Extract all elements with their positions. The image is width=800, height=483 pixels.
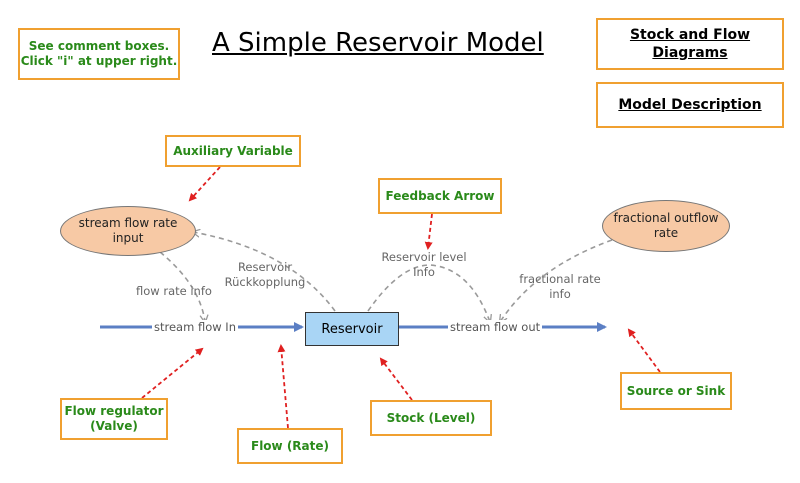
link-label-flow-rate-info: flow rate info xyxy=(136,284,212,298)
callout-flow-rate: Flow (Rate) xyxy=(237,428,343,464)
callout-arrow-aux xyxy=(188,166,221,202)
callout-flow-rate-label: Flow (Rate) xyxy=(251,438,329,453)
stock-reservoir-label: Reservoir xyxy=(321,321,383,337)
link-label-fractional-rate-info: fractional rate info xyxy=(508,272,612,302)
callout-valve-line-1: Flow regulator xyxy=(64,404,164,418)
rueck-line-2: Rückkopplung xyxy=(224,275,306,289)
model-description-label: Model Description xyxy=(618,97,762,113)
rueck-line-1: Reservoir xyxy=(237,260,293,274)
callout-arrow-flow xyxy=(277,344,289,429)
callout-valve-line-2: (Valve) xyxy=(90,419,138,433)
hint-line-2: Click "i" at upper right. xyxy=(20,54,178,68)
callout-feedback-arrow: Feedback Arrow xyxy=(378,178,502,214)
level-info-line-2: Info xyxy=(413,265,435,279)
link-label-rueckkopplung: Reservoir Rückkopplung xyxy=(220,260,310,290)
callout-arrow-valve xyxy=(141,347,204,399)
callout-auxiliary-variable: Auxiliary Variable xyxy=(165,135,301,167)
aux-fraction-line-1: fractional outflow xyxy=(613,211,719,225)
stock-reservoir[interactable]: Reservoir xyxy=(305,312,399,346)
model-description-button[interactable]: Model Description xyxy=(596,82,784,128)
link-fraction-to-outflow xyxy=(500,239,613,322)
callout-sink-label: Source or Sink xyxy=(626,383,726,398)
callout-stock-level: Stock (Level) xyxy=(370,400,492,436)
stock-flow-line-1: Stock and Flow xyxy=(629,27,751,43)
aux-input-line-2: input xyxy=(112,231,144,245)
callout-source-sink: Source or Sink xyxy=(620,372,732,410)
aux-input-line-1: stream flow rate xyxy=(78,216,178,230)
link-input-to-inflow xyxy=(159,251,205,322)
stock-flow-diagrams-button[interactable]: Stock and Flow Diagrams xyxy=(596,18,784,70)
callout-arrow-sink xyxy=(627,328,661,373)
aux-stream-flow-rate-input[interactable]: stream flow rate input xyxy=(60,206,196,256)
level-info-line-1: Reservoir level xyxy=(381,250,467,264)
aux-fractional-outflow-rate[interactable]: fractional outflow rate xyxy=(602,200,730,252)
frac-info-line-2: info xyxy=(549,287,571,301)
hint-box: See comment boxes. Click "i" at upper ri… xyxy=(18,28,180,80)
link-reservoir-to-input xyxy=(193,232,336,312)
stock-flow-line-2: Diagrams xyxy=(652,45,728,61)
flow-in-label[interactable]: stream flow In xyxy=(152,320,238,334)
callout-arrow-feedback xyxy=(424,213,433,250)
page-title: A Simple Reservoir Model xyxy=(212,28,544,58)
callout-feedback-label: Feedback Arrow xyxy=(385,188,495,203)
frac-info-line-1: fractional rate xyxy=(519,272,601,286)
flow-out-label[interactable]: stream flow out xyxy=(448,320,543,334)
callout-flow-regulator: Flow regulator (Valve) xyxy=(60,398,168,440)
callout-arrow-stock xyxy=(379,357,413,401)
aux-fraction-line-2: rate xyxy=(653,226,679,240)
hint-line-1: See comment boxes. xyxy=(28,39,170,53)
link-label-level-info: Reservoir level Info xyxy=(372,250,476,280)
callout-stock-label: Stock (Level) xyxy=(386,410,476,425)
callout-auxiliary-label: Auxiliary Variable xyxy=(173,143,293,158)
link-reservoir-to-outflow xyxy=(367,264,490,322)
